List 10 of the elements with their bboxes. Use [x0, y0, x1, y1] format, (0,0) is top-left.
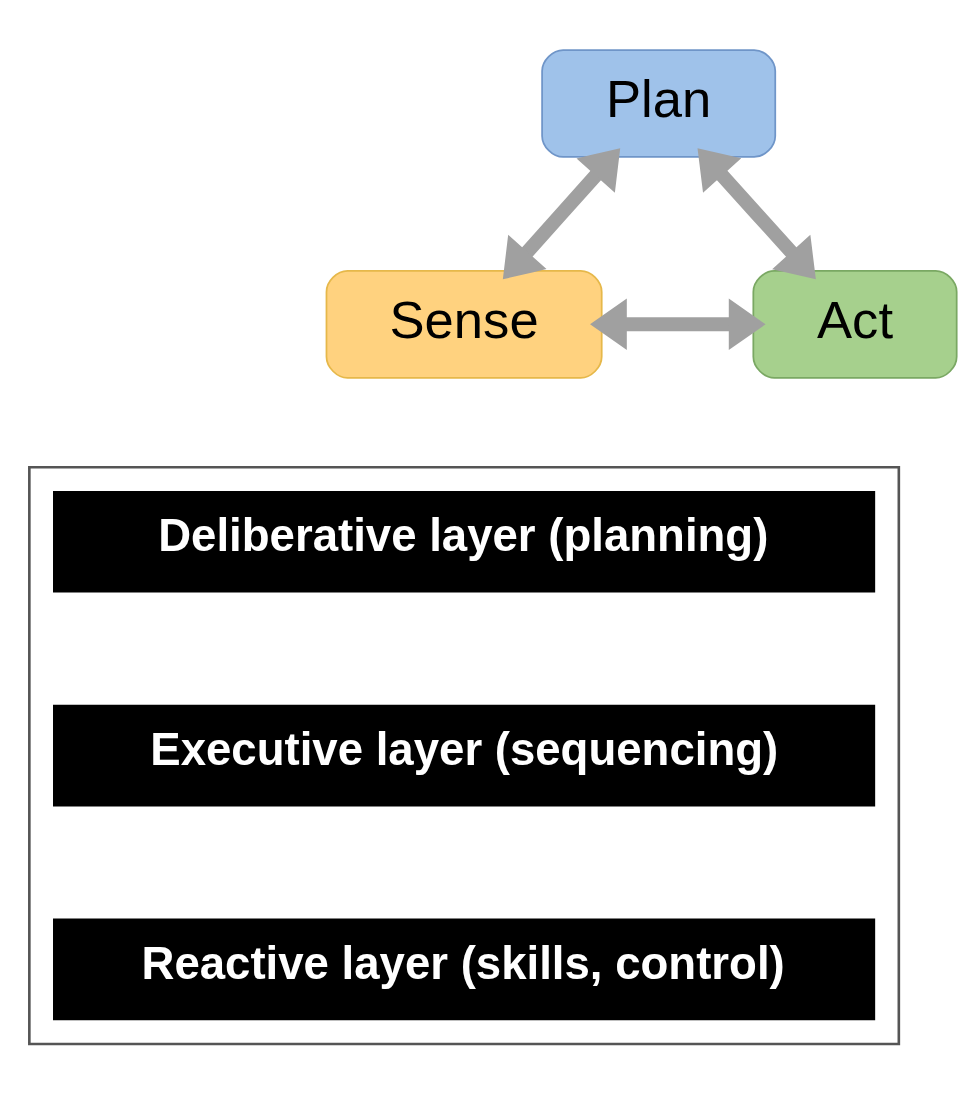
node-box: Sense [325, 269, 603, 379]
node-box: Deliberative layer (planning) [53, 490, 876, 593]
node-box: Act [752, 269, 958, 379]
cluster [28, 465, 901, 1045]
node-box: Executive layer (sequencing) [53, 704, 876, 806]
node-box: Reactive layer (skills, control) [53, 918, 876, 1020]
arrow [590, 298, 766, 350]
arrow [502, 147, 621, 279]
arrow [697, 147, 816, 279]
node-box: Plan [541, 48, 777, 158]
